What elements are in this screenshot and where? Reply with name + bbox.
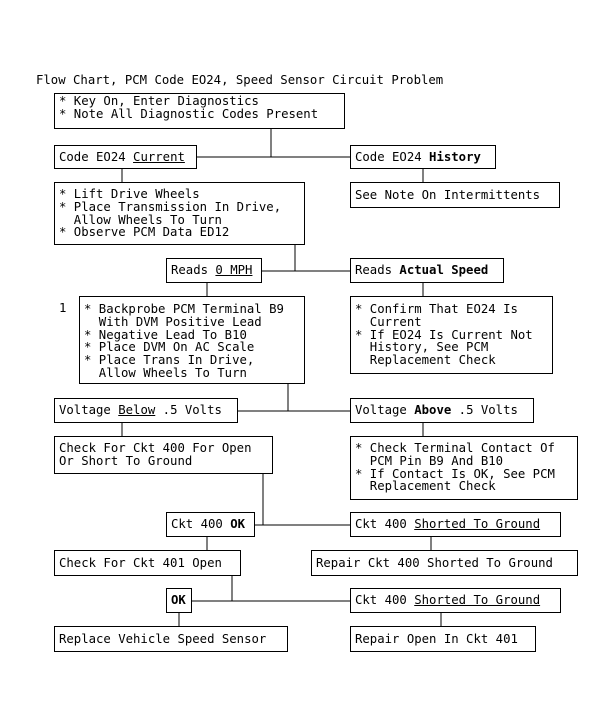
- backprobe-line-2: With DVM Positive Lead: [84, 314, 262, 329]
- confirm-line-1: * Confirm That EO24 Is: [355, 302, 518, 316]
- ckt400-ok-prefix: Ckt 400: [171, 517, 231, 532]
- start-box: * Key On, Enter Diagnostics * Note All D…: [54, 93, 345, 129]
- see-note-text: See Note On Intermittents: [355, 187, 541, 202]
- confirm-line-5: Replacement Check: [355, 353, 496, 368]
- code-current-box: Code EO24 Current: [54, 145, 197, 169]
- step-number: 1: [59, 301, 67, 315]
- check400-line-2: Or Short To Ground: [59, 453, 193, 468]
- voltage-below-box: Voltage Below .5 Volts: [54, 398, 238, 423]
- backprobe-line-1: * Backprobe PCM Terminal B9: [84, 302, 284, 316]
- terminal-line-1: * Check Terminal Contact Of: [355, 441, 555, 455]
- terminal-line-3: * If Contact Is OK, See PCM: [355, 466, 555, 481]
- backprobe-line-3: * Negative Lead To B10: [84, 327, 247, 342]
- lift-line-4: * Observe PCM Data ED12: [59, 225, 230, 240]
- backprobe-line-5: * Place Trans In Drive,: [84, 353, 255, 368]
- ckt400-ok-box: Ckt 400 OK: [166, 512, 255, 537]
- start-line-2: * Note All Diagnostic Codes Present: [59, 106, 319, 121]
- code-history-box: Code EO24 History: [350, 145, 496, 169]
- voltage-above-prefix: Voltage: [355, 403, 415, 418]
- lift-line-3: Allow Wheels To Turn: [59, 212, 222, 227]
- repair-ckt401-box: Repair Open In Ckt 401: [350, 626, 536, 652]
- repair401-text: Repair Open In Ckt 401: [355, 631, 518, 646]
- code-history-emph: History: [429, 149, 481, 164]
- ckt400-ok-emph: OK: [230, 517, 246, 532]
- replace-vss-box: Replace Vehicle Speed Sensor: [54, 626, 288, 652]
- lift-line-2: * Place Transmission In Drive,: [59, 199, 282, 214]
- ok-text: OK: [171, 593, 186, 608]
- terminal-line-2: PCM Pin B9 And B10: [355, 453, 504, 468]
- start-line-1: * Key On, Enter Diagnostics: [59, 94, 259, 108]
- ckt400-shorted-2-emph: Shorted To Ground: [414, 593, 541, 608]
- ok-box: OK: [166, 588, 192, 613]
- check401-text: Check For Ckt 401 Open: [59, 555, 222, 570]
- replace-vss-text: Replace Vehicle Speed Sensor: [59, 631, 267, 646]
- check400-line-1: Check For Ckt 400 For Open: [59, 441, 252, 455]
- ckt400-shorted-box-2: Ckt 400 Shorted To Ground: [350, 588, 561, 613]
- lift-line-1: * Lift Drive Wheels: [59, 187, 200, 201]
- code-current-emph: Current: [133, 149, 185, 164]
- check-ckt401-box: Check For Ckt 401 Open: [54, 550, 241, 576]
- reads-0mph-prefix: Reads: [171, 263, 216, 278]
- reads-0mph-emph: 0 MPH: [215, 263, 253, 278]
- ckt400-shorted-1-prefix: Ckt 400: [355, 517, 415, 532]
- see-note-box: See Note On Intermittents: [350, 182, 560, 208]
- terminal-line-4: Replacement Check: [355, 479, 496, 494]
- code-history-prefix: Code EO24: [355, 149, 430, 164]
- backprobe-box: * Backprobe PCM Terminal B9 With DVM Pos…: [79, 296, 305, 384]
- check-ckt400-box: Check For Ckt 400 For Open Or Short To G…: [54, 436, 273, 474]
- reads-0mph-box: Reads 0 MPH: [166, 258, 262, 283]
- voltage-above-emph: Above: [414, 403, 452, 418]
- voltage-below-suffix: .5 Volts: [155, 403, 222, 418]
- confirm-box: * Confirm That EO24 Is Current * If EO24…: [350, 296, 553, 374]
- backprobe-line-6: Allow Wheels To Turn: [84, 365, 247, 380]
- lift-wheels-box: * Lift Drive Wheels * Place Transmission…: [54, 182, 305, 245]
- reads-actual-emph: Actual Speed: [399, 263, 489, 278]
- voltage-below-emph: Below: [118, 403, 156, 418]
- ckt400-shorted-1-emph: Shorted To Ground: [414, 517, 541, 532]
- ckt400-shorted-2-prefix: Ckt 400: [355, 593, 415, 608]
- repair-ckt400-box: Repair Ckt 400 Shorted To Ground: [311, 550, 578, 576]
- confirm-line-4: History, See PCM: [355, 340, 489, 355]
- voltage-below-prefix: Voltage: [59, 403, 119, 418]
- repair400-text: Repair Ckt 400 Shorted To Ground: [316, 555, 553, 570]
- code-current-prefix: Code EO24: [59, 149, 134, 164]
- voltage-above-suffix: .5 Volts: [451, 403, 518, 418]
- backprobe-line-4: * Place DVM On AC Scale: [84, 340, 255, 355]
- reads-actual-box: Reads Actual Speed: [350, 258, 504, 283]
- check-terminal-box: * Check Terminal Contact Of PCM Pin B9 A…: [350, 436, 578, 500]
- voltage-above-box: Voltage Above .5 Volts: [350, 398, 534, 423]
- reads-actual-prefix: Reads: [355, 263, 400, 278]
- ckt400-shorted-box-1: Ckt 400 Shorted To Ground: [350, 512, 561, 537]
- confirm-line-3: * If EO24 Is Current Not: [355, 327, 533, 342]
- chart-title: Flow Chart, PCM Code EO24, Speed Sensor …: [36, 73, 444, 87]
- confirm-line-2: Current: [355, 314, 422, 329]
